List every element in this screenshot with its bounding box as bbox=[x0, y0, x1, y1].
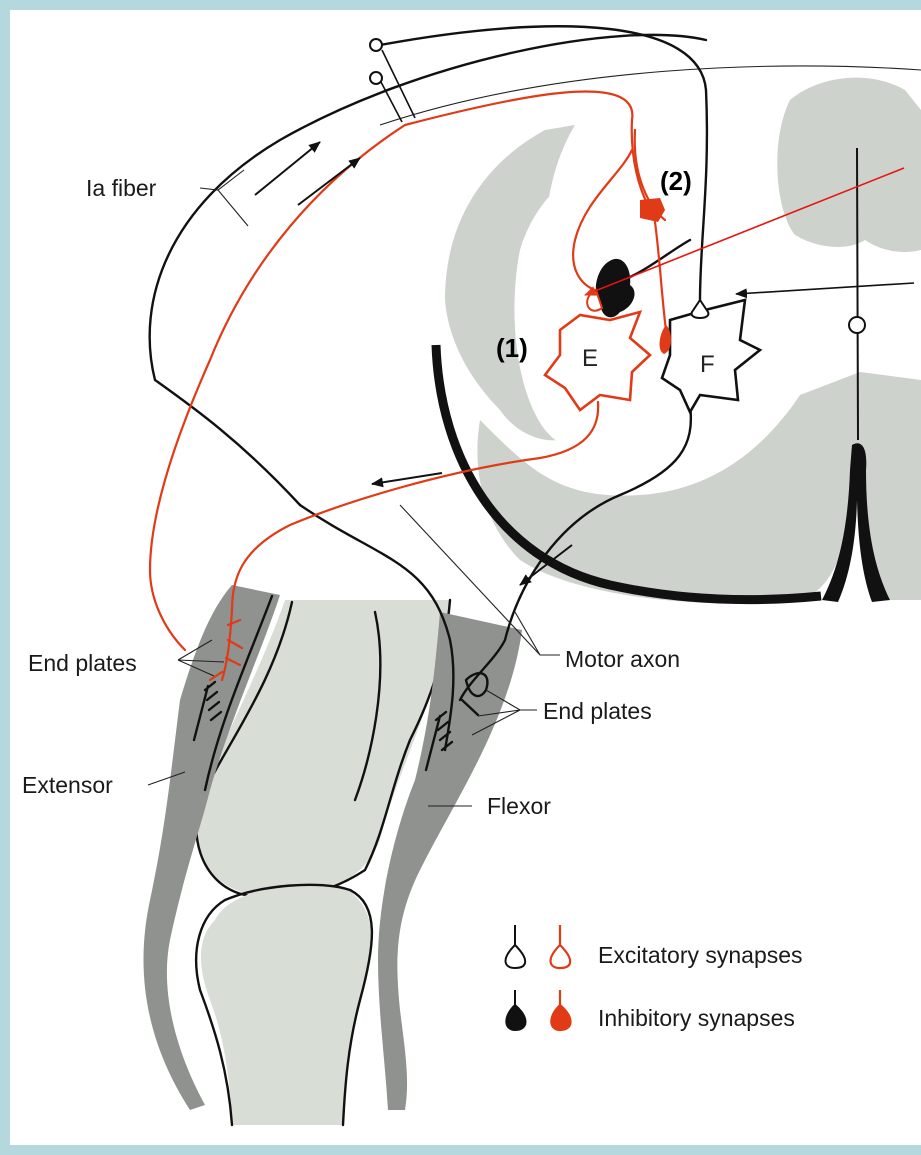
marker-2: (2) bbox=[660, 166, 692, 196]
ia-arrow-lower bbox=[298, 158, 360, 205]
legend-excitatory-label: Excitatory synapses bbox=[598, 942, 803, 968]
legend-inhibitory-black-icon bbox=[506, 990, 525, 1030]
red-ia-fiber-long bbox=[150, 125, 405, 650]
legend-excitatory-red-icon bbox=[551, 925, 571, 968]
legend: Excitatory synapses Inhibitory synapses bbox=[506, 925, 803, 1031]
gray-matter-commissure bbox=[777, 78, 921, 252]
label-ia-fiber: Ia fiber bbox=[86, 175, 157, 201]
central-canal bbox=[849, 317, 865, 333]
label-extensor: Extensor bbox=[22, 772, 113, 798]
receptor-stalk-1 bbox=[382, 50, 415, 118]
label-end-plates-left: End plates bbox=[28, 650, 137, 676]
label-motor-axon: Motor axon bbox=[565, 646, 680, 672]
receptor-circle-lower bbox=[370, 72, 382, 84]
label-end-plates-right: End plates bbox=[543, 698, 652, 724]
receptor-circle-upper bbox=[370, 39, 382, 51]
central-canal-line bbox=[857, 148, 858, 440]
spinal-cord bbox=[380, 66, 921, 604]
label-flexor: Flexor bbox=[487, 793, 551, 819]
neuron-e-label: E bbox=[582, 345, 598, 372]
black-annotation-arrow bbox=[736, 283, 914, 294]
legend-inhibitory-red-icon bbox=[551, 990, 570, 1030]
legend-inhibitory-label: Inhibitory synapses bbox=[598, 1005, 795, 1031]
neuron-f-label: F bbox=[700, 351, 715, 378]
legend-excitatory-black-icon bbox=[506, 925, 526, 968]
limb bbox=[143, 585, 522, 1125]
marker-1: (1) bbox=[496, 333, 528, 363]
